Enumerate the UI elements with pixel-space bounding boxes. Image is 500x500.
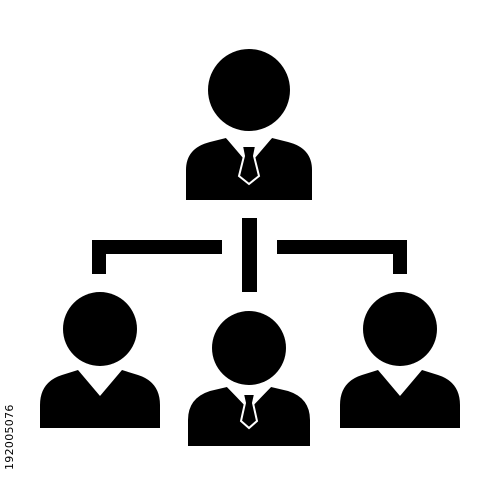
top-person-tie — [237, 145, 261, 186]
top-person-head — [208, 49, 290, 131]
org-connector-lines — [92, 218, 407, 292]
bottom-right-person-body — [340, 370, 460, 428]
bottom-center-person-head — [212, 311, 286, 385]
stock-image-id: 192005076 — [3, 404, 16, 470]
bottom-left-person-icon — [40, 292, 160, 428]
connector-right-bar — [277, 240, 407, 254]
connector-top-stem — [242, 218, 257, 292]
connector-left-bar — [92, 240, 222, 254]
bottom-center-person-tie — [239, 393, 259, 430]
bottom-left-person-body — [40, 370, 160, 428]
bottom-right-person-head — [363, 292, 437, 366]
top-person-icon — [186, 49, 312, 200]
bottom-left-person-head — [63, 292, 137, 366]
connector-left-drop — [92, 240, 106, 274]
bottom-right-person-icon — [340, 292, 460, 428]
connector-right-drop — [393, 240, 407, 274]
top-person-collar — [226, 138, 272, 150]
bottom-center-person-collar — [227, 387, 271, 398]
bottom-center-person-icon — [188, 311, 310, 446]
